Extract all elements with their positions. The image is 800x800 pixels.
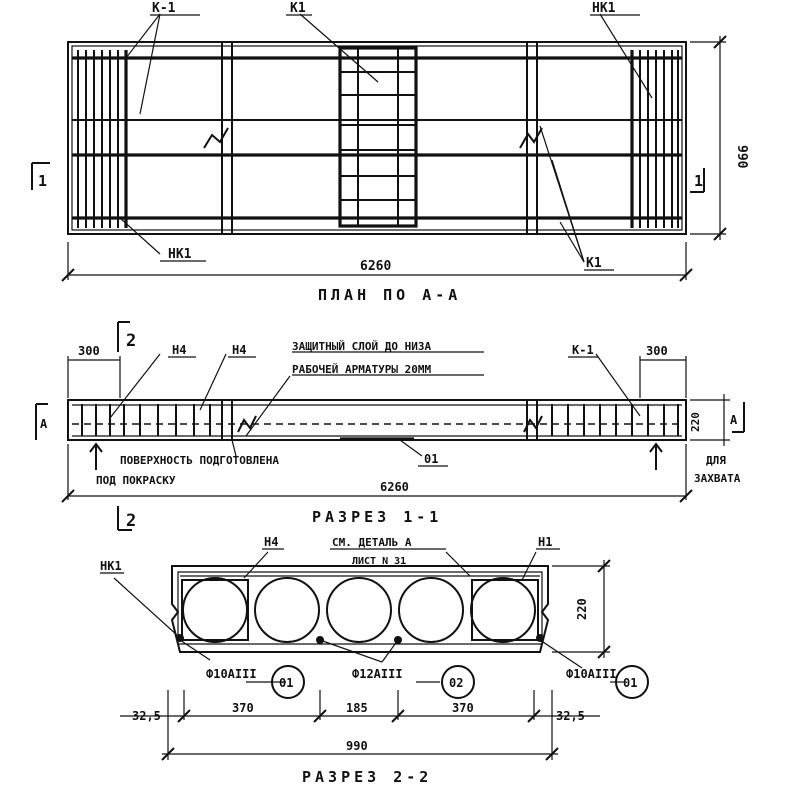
plan-view: К-1 К1 НК1 НК1 К1 6260 990 1 1 ПЛАН ПО А… — [31, 1, 749, 304]
hollow-core-1 — [182, 577, 248, 643]
sec11-note-capture-2: ЗАХВАТА — [694, 472, 741, 485]
sec22-dim-height: 220 — [575, 598, 589, 620]
sec11-label-n4-a: Н4 — [172, 343, 186, 357]
sec22-dim-370-right: 370 — [452, 701, 474, 715]
sec22-rebar-right: Ф10АIII — [566, 667, 617, 681]
sec22-label-nk1: НК1 — [100, 559, 122, 573]
sec11-dim-height: 220 — [689, 412, 702, 432]
plan-section-mark-left: 1 — [38, 172, 47, 190]
plan-label-nk1-bottom: НК1 — [168, 247, 192, 262]
sec22-dim-total: 990 — [346, 739, 368, 753]
sec22-label-n4: Н4 — [264, 535, 278, 549]
section-1-1: ЗАЩИТНЫЙ СЛОЙ ДО НИЗА РАБОЧЕЙ АРМАТУРЫ 2… — [35, 321, 745, 531]
plan-dim-length: 6260 — [360, 259, 391, 274]
plan-dim-width: 990 — [734, 145, 749, 169]
sec11-dim-length: 6260 — [380, 480, 409, 494]
sec22-title: РАЗРЕЗ 2-2 — [302, 768, 432, 786]
section-2-2: НК1 Н4 СМ. ДЕТАЛЬ А ЛИСТ N 31 Н1 Ф10АIII… — [100, 535, 649, 786]
sec11-label-n4-b: Н4 — [232, 343, 246, 357]
hollow-core-5 — [470, 577, 536, 643]
sec11-note-capture-1: ДЛЯ — [706, 454, 726, 467]
plan-label-nk1-top: НК1 — [592, 1, 616, 16]
sec11-section-mark-2-top: 2 — [126, 331, 136, 351]
sec22-dim-325-right: 32,5 — [556, 709, 585, 723]
sec11-note-surface-1: ПОВЕРХНОСТЬ ПОДГОТОВЛЕНА — [120, 454, 279, 467]
sec11-section-mark-A-left: А — [40, 417, 48, 431]
bubble-01-right — [615, 665, 649, 699]
plan-section-mark-right: 1 — [694, 172, 703, 190]
sec22-note-detail-1: СМ. ДЕТАЛЬ А — [332, 536, 412, 549]
plan-title: ПЛАН ПО А-А — [318, 286, 461, 304]
bubble-01-left — [271, 665, 305, 699]
plan-label-k1-mid: К1 — [290, 1, 306, 16]
sec22-label-n1: Н1 — [538, 535, 552, 549]
sec11-label-k1: К-1 — [572, 343, 594, 357]
sec11-section-mark-A-right: А — [730, 413, 738, 427]
sec22-rebar-mid: Ф12АIII — [352, 667, 403, 681]
sec22-dim-325-left: 32,5 — [132, 709, 161, 723]
sec22-dim-185: 185 — [346, 701, 368, 715]
sec11-dim-left-300: 300 — [78, 344, 100, 358]
sec22-bubble-mid-text: 02 — [449, 676, 463, 690]
sec11-dim-right-300: 300 — [646, 344, 668, 358]
sec22-note-detail-2: ЛИСТ N 31 — [352, 556, 406, 567]
plan-center-mesh — [338, 46, 418, 228]
sec11-note-surface-2: ПОД ПОКРАСКУ — [96, 474, 176, 487]
hollow-core-2 — [254, 577, 320, 643]
hollow-core-3 — [326, 577, 392, 643]
bubble-02 — [441, 665, 475, 699]
sec11-note-protective-1: ЗАЩИТНЫЙ СЛОЙ ДО НИЗА — [292, 340, 431, 353]
plan-label-k1-top: К-1 — [152, 1, 176, 16]
hollow-core-4 — [398, 577, 464, 643]
sec22-dim-370-left: 370 — [232, 701, 254, 715]
plan-label-k1-bottom: К1 — [586, 256, 602, 271]
sec11-label-01: 01 — [424, 452, 438, 466]
plan-left-cage — [77, 50, 128, 228]
sec11-section-mark-2-bottom: 2 — [126, 511, 136, 531]
sec22-rebar-left: Ф10АIII — [206, 667, 257, 681]
sec22-bubble-left-text: 01 — [279, 676, 293, 690]
sec11-note-protective-2: РАБОЧЕЙ АРМАТУРЫ 20ММ — [292, 363, 431, 376]
sec11-title: РАЗРЕЗ 1-1 — [312, 508, 442, 526]
sec22-bubble-right-text: 01 — [623, 676, 637, 690]
